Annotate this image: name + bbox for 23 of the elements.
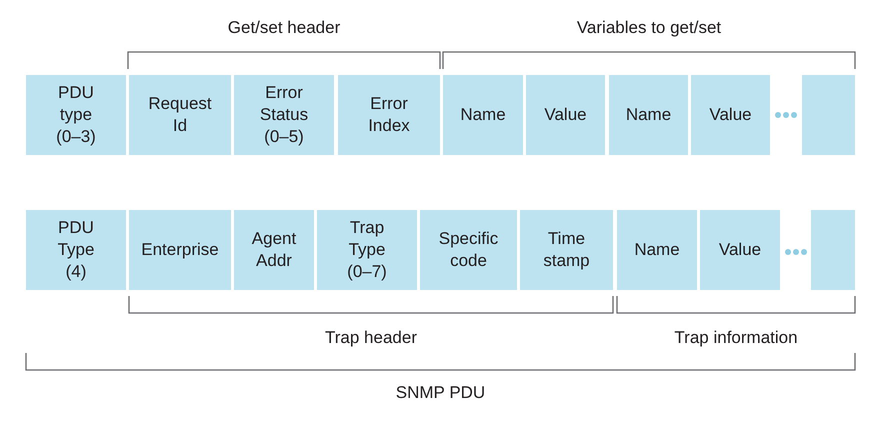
bracket-label: Variables to get/set: [576, 18, 722, 38]
empty-field-box: [811, 210, 855, 290]
pdu-field: Value: [691, 75, 770, 155]
pdu-field: Enterprise: [129, 210, 231, 290]
pdu-field: Error Index: [338, 75, 440, 155]
pdu-field: Name: [443, 75, 523, 155]
bracket-label: SNMP PDU: [396, 383, 486, 403]
pdu-field: Trap Type (0–7): [317, 210, 417, 290]
pdu-field: PDU Type (4): [26, 210, 126, 290]
bracket-label: Get/set header: [228, 18, 340, 38]
empty-field-box: [802, 75, 855, 155]
pdu-field: Time stamp: [520, 210, 613, 290]
pdu-field: Request Id: [129, 75, 231, 155]
pdu-field: Value: [700, 210, 780, 290]
pdu-field: Error Status (0–5): [234, 75, 334, 155]
pdu-field: Name: [617, 210, 697, 290]
pdu-field: Specific code: [420, 210, 517, 290]
pdu-field: PDU type (0–3): [26, 75, 126, 155]
pdu-field: Name: [609, 75, 688, 155]
pdu-field: Value: [526, 75, 605, 155]
bracket-label: Trap header: [325, 328, 417, 348]
pdu-field: Agent Addr: [234, 210, 314, 290]
bracket-label: Trap information: [674, 328, 798, 348]
